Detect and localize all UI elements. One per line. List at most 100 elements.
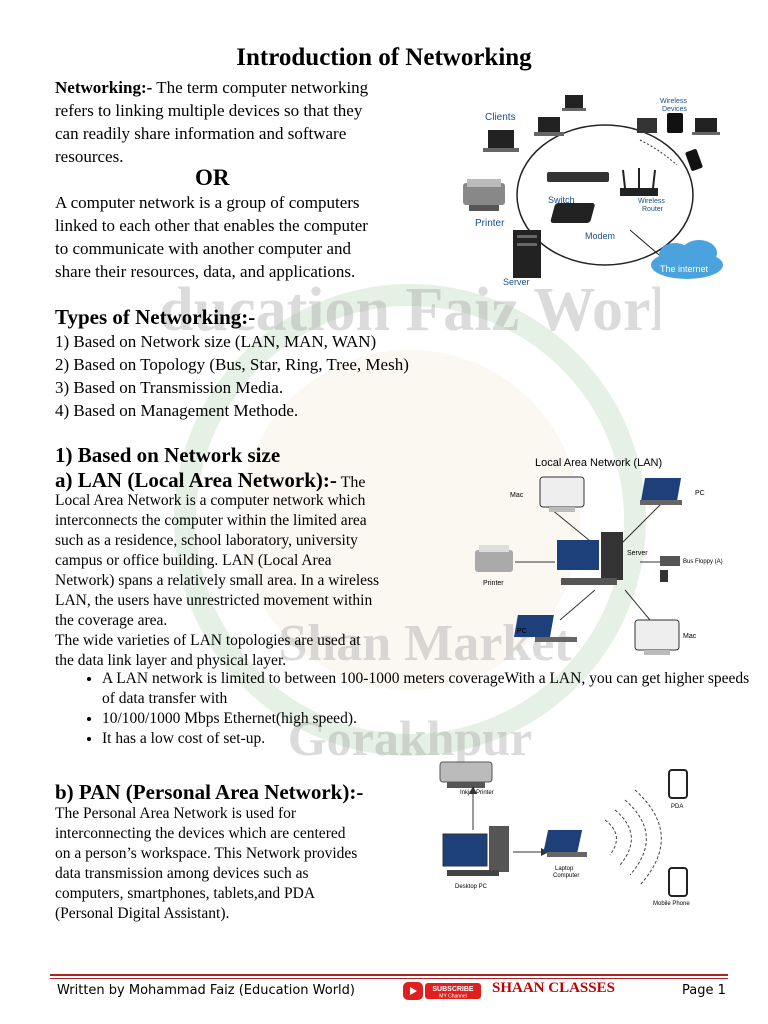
label-laptop-1: Laptop [555,866,574,872]
lan-heading-text: a) LAN (Local Area Network):- [55,468,337,492]
label-printer: Printer [475,218,505,229]
lan-bullet: It has a low cost of set-up. [102,729,752,749]
label-wireless-router-2: Router [642,206,664,213]
lan-line: the data link layer and physical layer. [55,652,287,669]
lan-diagram: Local Area Network (LAN) Mac PC Server B… [475,457,723,655]
label-pc-1: PC [695,490,705,497]
footer-page: Page 1 [682,983,726,998]
label-wireless-devices-2: Devices [662,106,687,113]
definition-paragraph: A computer network is a group of compute… [55,191,455,283]
label-inkjet-printer: Inkjet Printer [460,790,494,796]
lan-line: Network) spans a relatively small area. … [55,572,380,589]
label-mac-2: Mac [683,633,697,640]
page-title: Introduction of Networking [236,44,532,71]
router-icon [620,168,658,196]
switch-icon [547,172,609,182]
label-internet: The internet [660,264,709,274]
monitor-icon [637,118,657,133]
label-pda: PDA [671,804,683,810]
laptop-icon [543,830,587,857]
pda-icon [668,769,688,799]
laptop-icon [514,615,577,642]
desktop-pc-icon [442,826,509,876]
types-heading: Types of Networking:- [55,305,256,329]
label-desktop-pc: Desktop PC [455,884,488,890]
lan-line: campus or office building. LAN (Local Ar… [55,552,332,569]
label-server: Server [503,277,530,287]
def-line3: to communicate with another computer and [55,239,351,258]
modem-icon [550,203,595,223]
arrow-up-icon [469,786,477,794]
printer-icon [475,545,513,572]
desktop-pc-icon [557,532,623,585]
network-overview-diagram: Clients Wireless Devices Switch Wireless… [463,95,723,287]
pan-line: (Personal Digital Assistant). [55,905,230,922]
printer-icon [439,761,493,788]
lan-line: the coverage area. [55,612,168,629]
types-list: 1) Based on Network size (LAN, MAN, WAN)… [55,330,409,422]
types-item: 1) Based on Network size (LAN, MAN, WAN) [55,332,377,351]
pan-line: interconnecting the devices which are ce… [55,825,346,842]
intro-paragraph: Networking:- The term computer networkin… [55,76,455,168]
label-modem: Modem [585,231,615,241]
server-icon [513,230,541,278]
lan-bullets: A LAN network is limited to between 100-… [58,669,752,749]
label-wireless-devices-1: Wireless [660,98,687,105]
types-item: 2) Based on Topology (Bus, Star, Ring, T… [55,355,409,374]
pan-diagram: Inkjet Printer Desktop PC Laptop Compute… [439,761,690,907]
lan-line: such as a residence, school laboratory, … [55,532,358,549]
lan-line: LAN, the users have unrestricted movemen… [55,592,373,609]
lan-diagram-title: Local Area Network (LAN) [535,457,662,469]
youtube-icon: SUBSCRIBE MY Channel [403,982,481,1000]
label-pc-2: PC [517,628,527,635]
label-floppy: Bus Floppy (A) [683,559,723,565]
types-item: 3) Based on Transmission Media. [55,378,284,397]
footer-author: Written by Mohammad Faiz (Education Worl… [57,983,355,998]
types-item: 4) Based on Management Methode. [55,401,299,420]
laptop-icon [640,478,682,505]
monitor-icon [634,619,680,655]
pan-line: computers, smartphones, tablets,and PDA [55,885,316,902]
label-switch: Switch [548,195,575,205]
intro-line4: resources. [55,147,124,166]
def-line4: share their resources, data, and applica… [55,262,356,281]
monitor-icon [539,476,585,512]
lan-bullet: A LAN network is limited to between 100-… [102,669,752,709]
section-heading: 1) Based on Network size [55,443,281,467]
def-line2: linked to each other that enables the co… [55,216,368,235]
label-mac-1: Mac [510,492,524,499]
def-line1: A computer network is a group of compute… [55,193,360,212]
usb-icon [660,570,668,582]
or-heading: OR [195,165,230,190]
lan-heading-tail: The [336,474,366,491]
phone-icon [685,149,703,171]
laptop-icon [483,130,519,152]
lan-paragraph: Local Area Network is a computer network… [55,491,445,671]
label-laptop-2: Computer [553,873,579,879]
mobile-phone-icon [668,867,688,897]
lan-line: Local Area Network is a computer network… [55,492,366,509]
badge-bottom-text: MY Channel [439,994,466,1000]
lan-line: interconnects the computer within the li… [55,512,367,529]
footer-classes: SHAAN CLASSES [492,980,615,996]
pan-line: on a person’s workspace. This Network pr… [55,845,358,862]
intro-term: Networking:- [55,78,153,97]
pan-paragraph: The Personal Area Network is used for in… [55,804,435,924]
label-printer: Printer [483,580,504,587]
footer-rule [50,978,728,979]
pan-heading: b) PAN (Personal Area Network):- [55,780,364,804]
intro-line3: can readily share information and softwa… [55,124,347,143]
label-mobile-phone: Mobile Phone [653,901,690,907]
label-server: Server [627,550,648,557]
footer-rule [50,974,728,976]
wireless-waves-icon [604,789,662,886]
internet-cloud-icon [651,240,723,279]
subscribe-badge[interactable]: SUBSCRIBE MY Channel [403,981,483,1001]
label-wireless-router-1: Wireless [638,198,665,205]
label-clients: Clients [485,112,516,123]
floppy-icon [660,556,680,566]
pan-line: data transmission among devices such as [55,865,309,882]
lan-line: The wide varieties of LAN topologies are… [55,632,361,649]
laptop-icon [534,117,564,136]
lan-heading: a) LAN (Local Area Network):- The [55,468,365,493]
